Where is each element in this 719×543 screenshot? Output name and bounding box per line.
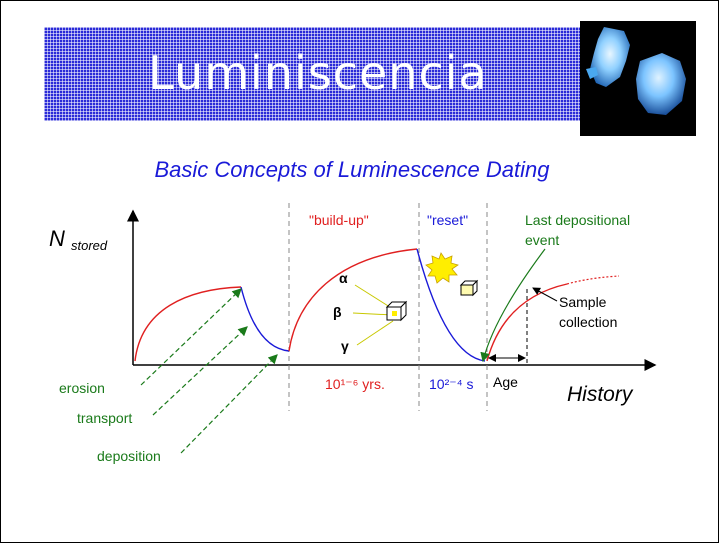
grain-icon-buildup [385,300,408,322]
luminescence-dating-diagram: Basic Concepts of Luminescence Dating N … [37,149,667,471]
last-event-arrow [480,248,546,363]
last-event-label-1: Last depositional [525,212,630,228]
figure-title: Basic Concepts of Luminescence Dating [154,157,550,182]
last-event-label-2: event [525,232,559,248]
sample-label-2: collection [559,314,617,330]
y-axis-label-sub: stored [71,238,108,253]
phase-buildup-label: "build-up" [309,212,369,228]
signal-curve-3 [486,283,568,362]
gamma-label: γ [341,338,349,354]
buildup-time-label: 10¹⁻⁶ yrs. [325,376,385,392]
y-axis-label: N [49,226,65,251]
alpha-ray [354,284,394,310]
deposition-label: deposition [97,448,161,464]
erosion-label: erosion [59,380,105,396]
sample-pointer [532,287,558,302]
signal-curve-1 [134,286,242,362]
signal-decay-2 [416,248,486,362]
beta-label: β [333,304,342,320]
beta-ray [352,312,394,316]
reset-time-label: 10²⁻⁴ s [429,376,474,392]
gamma-ray [356,320,394,346]
sample-label-1: Sample [559,294,607,310]
signal-curve-2 [288,248,418,352]
title-banner: Luminiscencia [44,27,592,121]
slide-title: Luminiscencia [148,46,488,100]
deposition-arrow [180,354,278,454]
x-axis-label: History [567,383,634,406]
signal-curve-3-extension [566,275,620,285]
diagram-canvas: N stored History "build-up" "reset" Last… [49,203,657,464]
alpha-label: α [339,270,348,286]
grain-icon-reset [459,279,479,297]
transport-label: transport [77,410,132,426]
age-label: Age [493,374,518,390]
signal-decay-1 [240,286,290,352]
luminescent-mineral-photo [580,21,696,136]
erosion-arrow [140,288,242,386]
phase-reset-label: "reset" [427,212,468,228]
sun-icon [425,252,459,284]
transport-arrow [152,326,248,416]
